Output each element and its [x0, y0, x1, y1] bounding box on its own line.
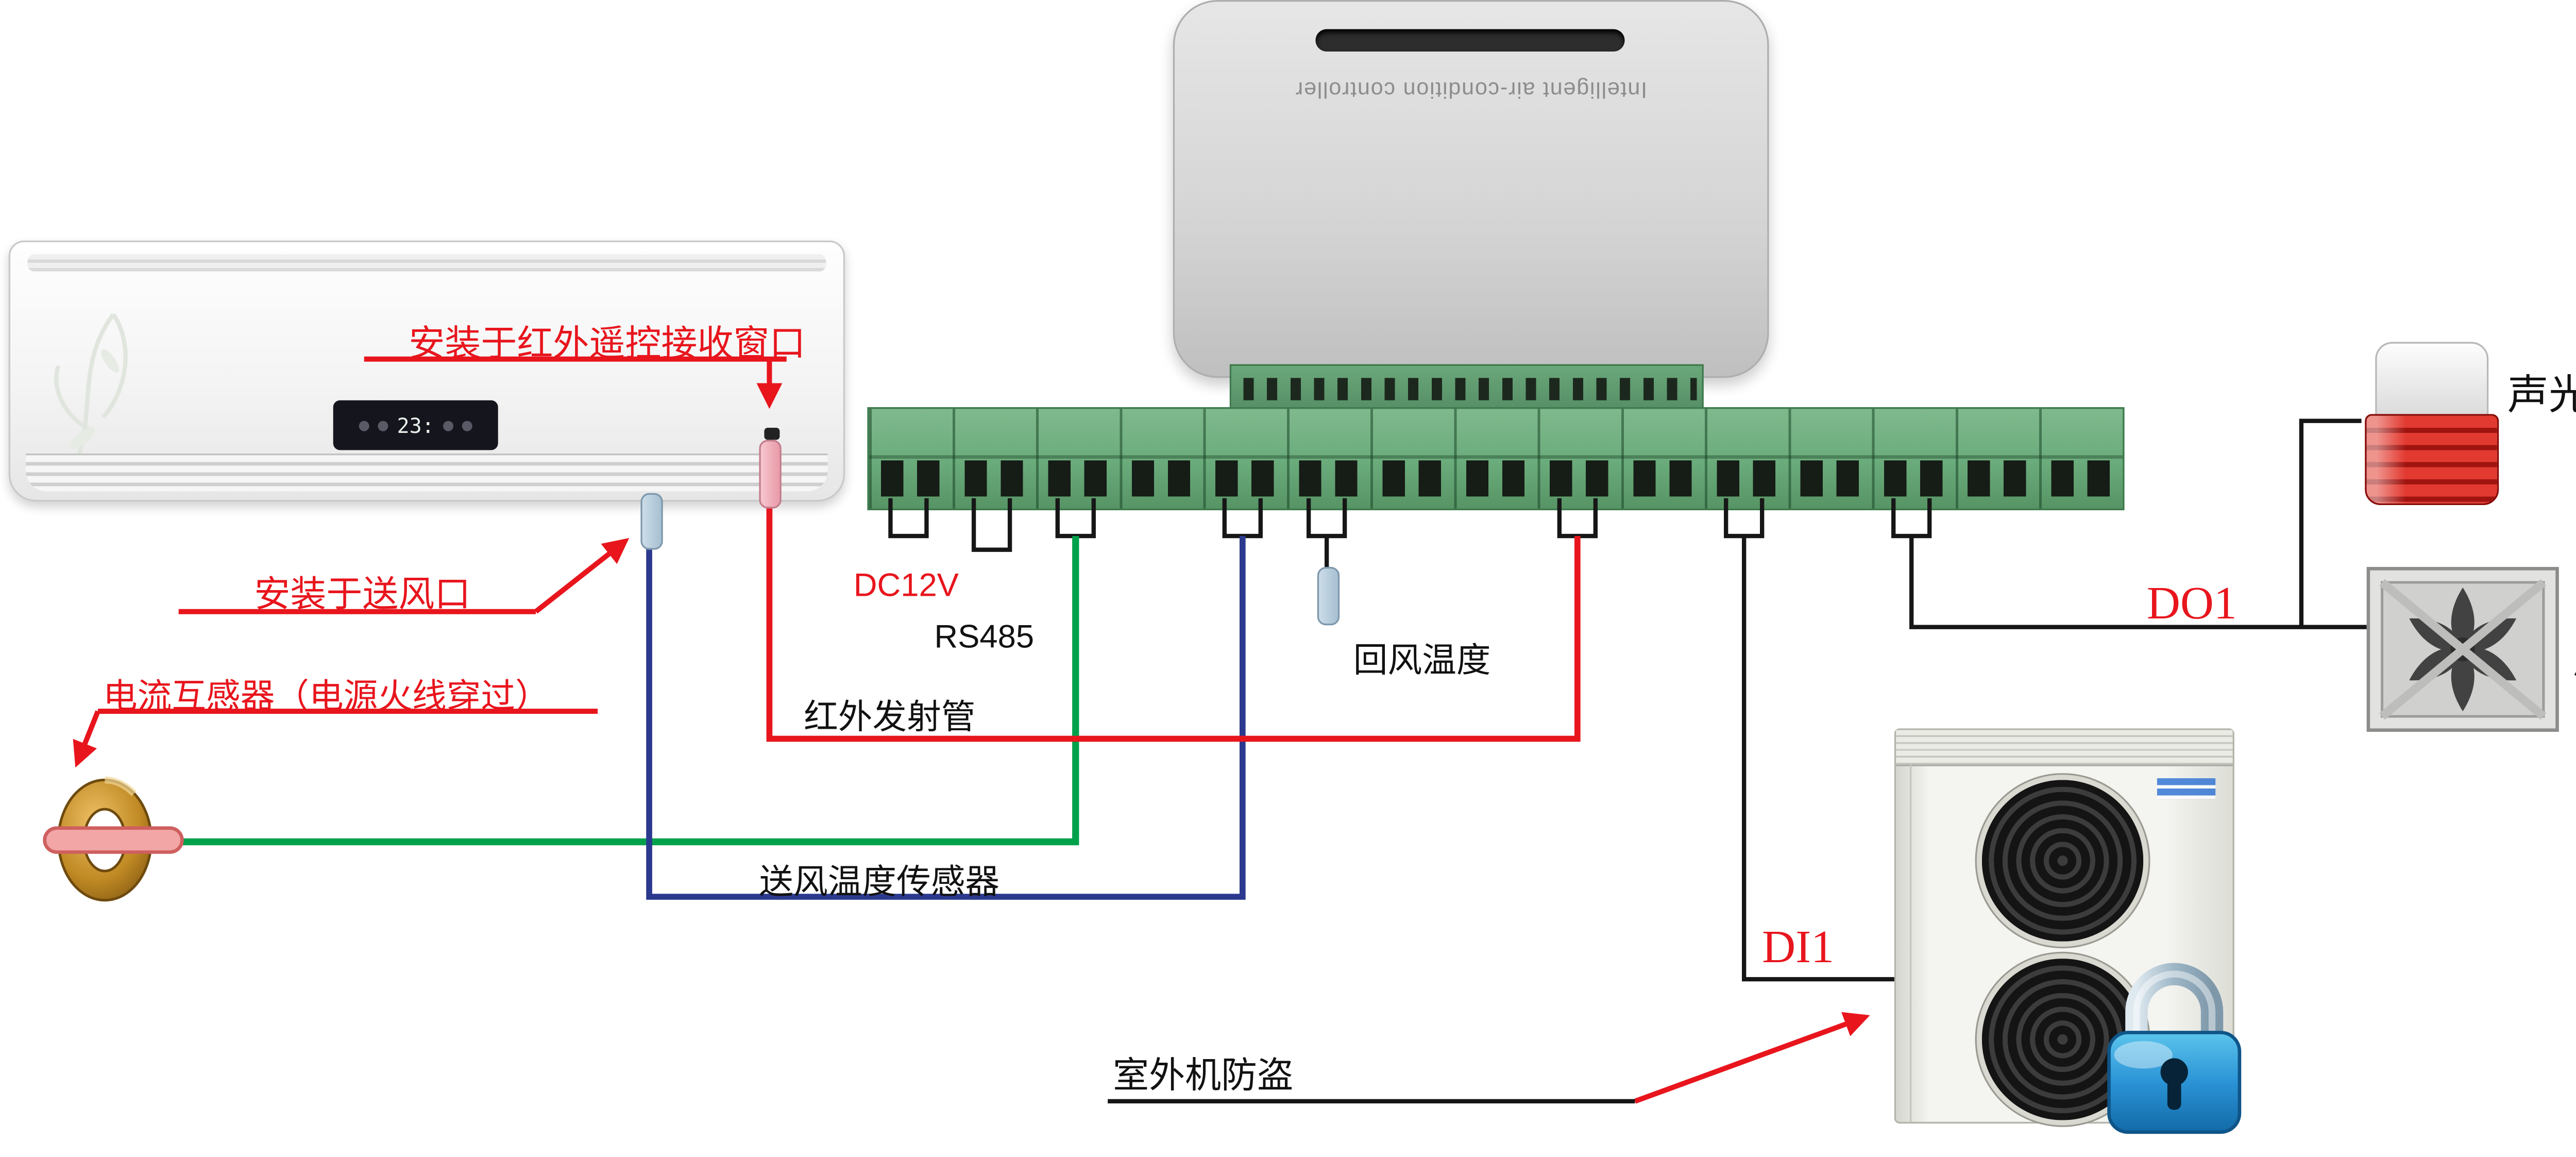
brand-logo	[2157, 778, 2216, 799]
ac-display-button-icon	[378, 420, 388, 431]
supply-air-temp-sensor	[640, 493, 663, 550]
ac-display-panel: 23:	[333, 400, 498, 450]
fan-device	[2366, 567, 2559, 732]
outdoor-top-grille	[1896, 730, 2233, 766]
label-outdoor-theft: 室外机防盗	[1113, 1057, 1294, 1096]
ac-display-temperature: 23:	[397, 413, 434, 438]
terminal-midline	[869, 455, 2123, 459]
terminal-holes	[1236, 378, 1697, 400]
do1-wire	[1909, 536, 2367, 629]
outdoor-panel-seam	[1909, 764, 1912, 1122]
current-transformer-icon	[43, 776, 184, 902]
indoor-ac-unit: 23:	[8, 240, 845, 502]
green-ct-wire	[151, 536, 1079, 846]
ac-display-button-icon	[462, 420, 472, 431]
ac-display-button-icon	[443, 420, 453, 431]
fan-guard-icon	[2379, 579, 2547, 720]
live-wire-through-ring	[43, 826, 184, 854]
label-return-temp: 回风温度	[1353, 642, 1491, 681]
terminal-holes	[869, 460, 2123, 497]
return-air-temp-sensor	[1317, 567, 1340, 626]
label-alarm: 声光报警器	[2507, 373, 2576, 420]
red-ir-emitter-wire	[766, 501, 1581, 742]
ir-emitter-sensor	[759, 440, 782, 509]
sound-light-alarm-device	[2365, 414, 2499, 506]
terminal-block-strip	[867, 407, 2125, 511]
blue-supply-temp-wire	[646, 536, 1246, 900]
outdoor-fan-grille	[1976, 775, 2149, 947]
label-do1: DO1	[2146, 577, 2237, 629]
label-current-transformer: 电流互感器（电源火线穿过）	[103, 678, 550, 717]
label-air-outlet: 安装于送风口	[254, 575, 471, 615]
controller-vent-slot	[1315, 29, 1625, 52]
label-ir-window: 安装于红外遥控接收窗口	[409, 325, 806, 364]
arrow-to-air-outlet	[534, 538, 630, 614]
label-di1: DI1	[1762, 920, 1835, 972]
alarm-device-top	[2375, 342, 2489, 421]
ac-top-vents	[27, 254, 826, 272]
annotation-arrows	[73, 356, 1870, 1104]
ac-display-button-icon	[359, 420, 370, 431]
di1-wire	[1742, 536, 1894, 982]
label-fan: 风机	[2573, 625, 2576, 685]
label-supply-temp-sensor: 送风温度传感器	[759, 864, 1000, 902]
ir-receiver-window-icon	[764, 428, 780, 440]
arrow-to-ct	[73, 710, 100, 768]
terminal-brackets	[888, 498, 1932, 567]
ac-air-outlet-vent	[26, 454, 828, 492]
label-rs485: RS485	[934, 620, 1035, 657]
arrow-to-outdoor-unit	[1634, 1012, 1870, 1104]
do1-alarm-branch-wire	[2299, 418, 2362, 627]
controller-box: Intelligent air-condition controller	[1173, 0, 1769, 378]
padlock-icon	[2107, 963, 2242, 1134]
label-ir-emitter: 红外发射管	[804, 699, 976, 737]
label-dc12v: DC12V	[853, 568, 959, 605]
controller-terminal-strip	[1229, 364, 1704, 414]
